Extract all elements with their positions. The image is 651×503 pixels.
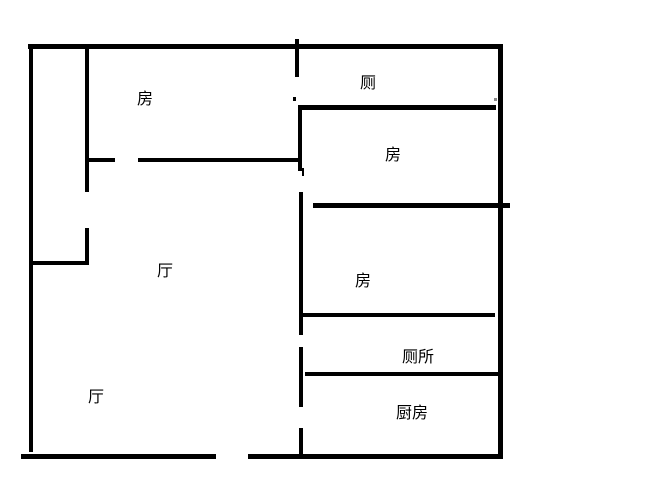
wall-exterior-top <box>28 44 503 49</box>
wall-exterior-left <box>29 48 33 452</box>
wall-center-seg3 <box>299 192 303 335</box>
wall-bedroom1-bottom-b <box>138 158 298 162</box>
room-label-bedroom-top-left: 房 <box>136 91 154 108</box>
wall-center-seg5 <box>299 428 303 455</box>
stray-mark-door-top <box>293 97 296 101</box>
wall-exterior-right <box>498 44 503 459</box>
stray-mark-door-mid <box>302 168 304 176</box>
wall-center-top-tick <box>295 39 299 77</box>
wall-toilet-top-bottom <box>300 105 496 110</box>
wall-wc-bottom <box>305 372 500 376</box>
wall-entry-right-lower <box>85 228 89 264</box>
stray-mark-right <box>494 98 497 101</box>
room-label-hall-lower: 厅 <box>87 389 105 406</box>
wall-bedroom3-bottom <box>303 313 495 317</box>
room-label-toilet-top-right: 厕 <box>359 75 377 92</box>
wall-center-seg2 <box>298 105 302 171</box>
room-label-bedroom-right-middle: 房 <box>354 273 372 290</box>
wall-entry-right-upper <box>85 47 89 192</box>
room-label-hall-upper: 厅 <box>156 263 174 280</box>
wall-center-seg4 <box>299 347 303 407</box>
wall-bedroom1-bottom-a <box>89 158 115 162</box>
wall-entry-bottom <box>31 261 89 265</box>
room-label-toilet-lower: 厕所 <box>401 349 435 366</box>
wall-bedroom2-bottom <box>313 203 510 208</box>
wall-exterior-bottom-right <box>248 454 503 459</box>
room-label-bedroom-right-upper: 房 <box>384 147 402 164</box>
wall-exterior-bottom-left <box>21 454 216 459</box>
room-label-kitchen: 厨房 <box>395 405 429 422</box>
